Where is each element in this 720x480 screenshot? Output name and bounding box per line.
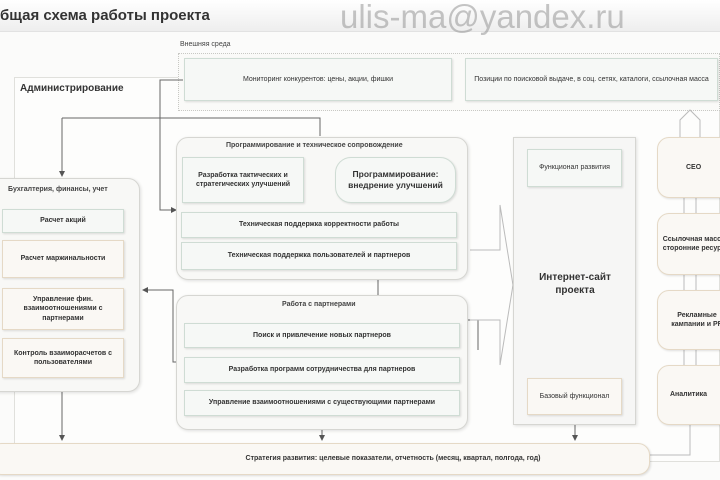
partners-item: Управление взаимоотношениями с существую…	[184, 390, 460, 416]
admin-label: Администрирование	[20, 83, 124, 94]
accounting-item: Расчет маржинальности	[2, 240, 124, 278]
monitoring-box: Мониторинг конкурентов: цены, акции, фиш…	[184, 58, 452, 101]
accounting-item: Расчет акций	[2, 209, 124, 233]
partners-item: Поиск и привлечение новых партнеров	[184, 323, 460, 348]
marketing-ads: Рекламные кампании и PR	[657, 290, 720, 350]
watermark: ulis-ma@yandex.ru	[340, 0, 625, 35]
page-title: бщая схема работы проекта	[0, 7, 210, 24]
accounting-item: Контроль взаиморасчетов с пользователями	[2, 338, 124, 378]
programming-title: Программирование и техническое сопровожд…	[226, 142, 403, 149]
strategy-box: Стратегия развития: целевые показатели, …	[0, 443, 650, 475]
site-base-box: Базовый функционал	[527, 378, 622, 415]
marketing-analytics: Аналитика	[657, 365, 720, 425]
dev-improvements-box: Разработка тактических и стратегических …	[182, 157, 304, 203]
positions-box: Позиции по поисковой выдаче, в соц. сетя…	[465, 58, 718, 101]
tech-support-box: Техническая поддержка корректности работ…	[181, 212, 457, 238]
user-support-box: Техническая поддержка пользователей и па…	[181, 242, 457, 270]
external-label: Внешняя среда	[180, 41, 231, 48]
partners-item: Разработка программ сотрудничества для п…	[184, 357, 460, 383]
site-dev-box: Функционал развития	[527, 149, 622, 187]
accounting-item: Управление фин. взаимоотношениями с парт…	[2, 288, 124, 330]
marketing-links: Ссылочная масса и сторонние ресурсы	[657, 213, 720, 275]
marketing-ceo: CEO	[657, 137, 720, 198]
accounting-title: Бухгалтерия, финансы, учет	[8, 186, 108, 193]
header-bar	[0, 0, 720, 32]
implementation-box: Программирование: внедрение улучшений	[335, 157, 456, 203]
partners-title: Работа с партнерами	[282, 301, 356, 308]
site-title: Интернет-сайт проекта	[539, 271, 611, 297]
